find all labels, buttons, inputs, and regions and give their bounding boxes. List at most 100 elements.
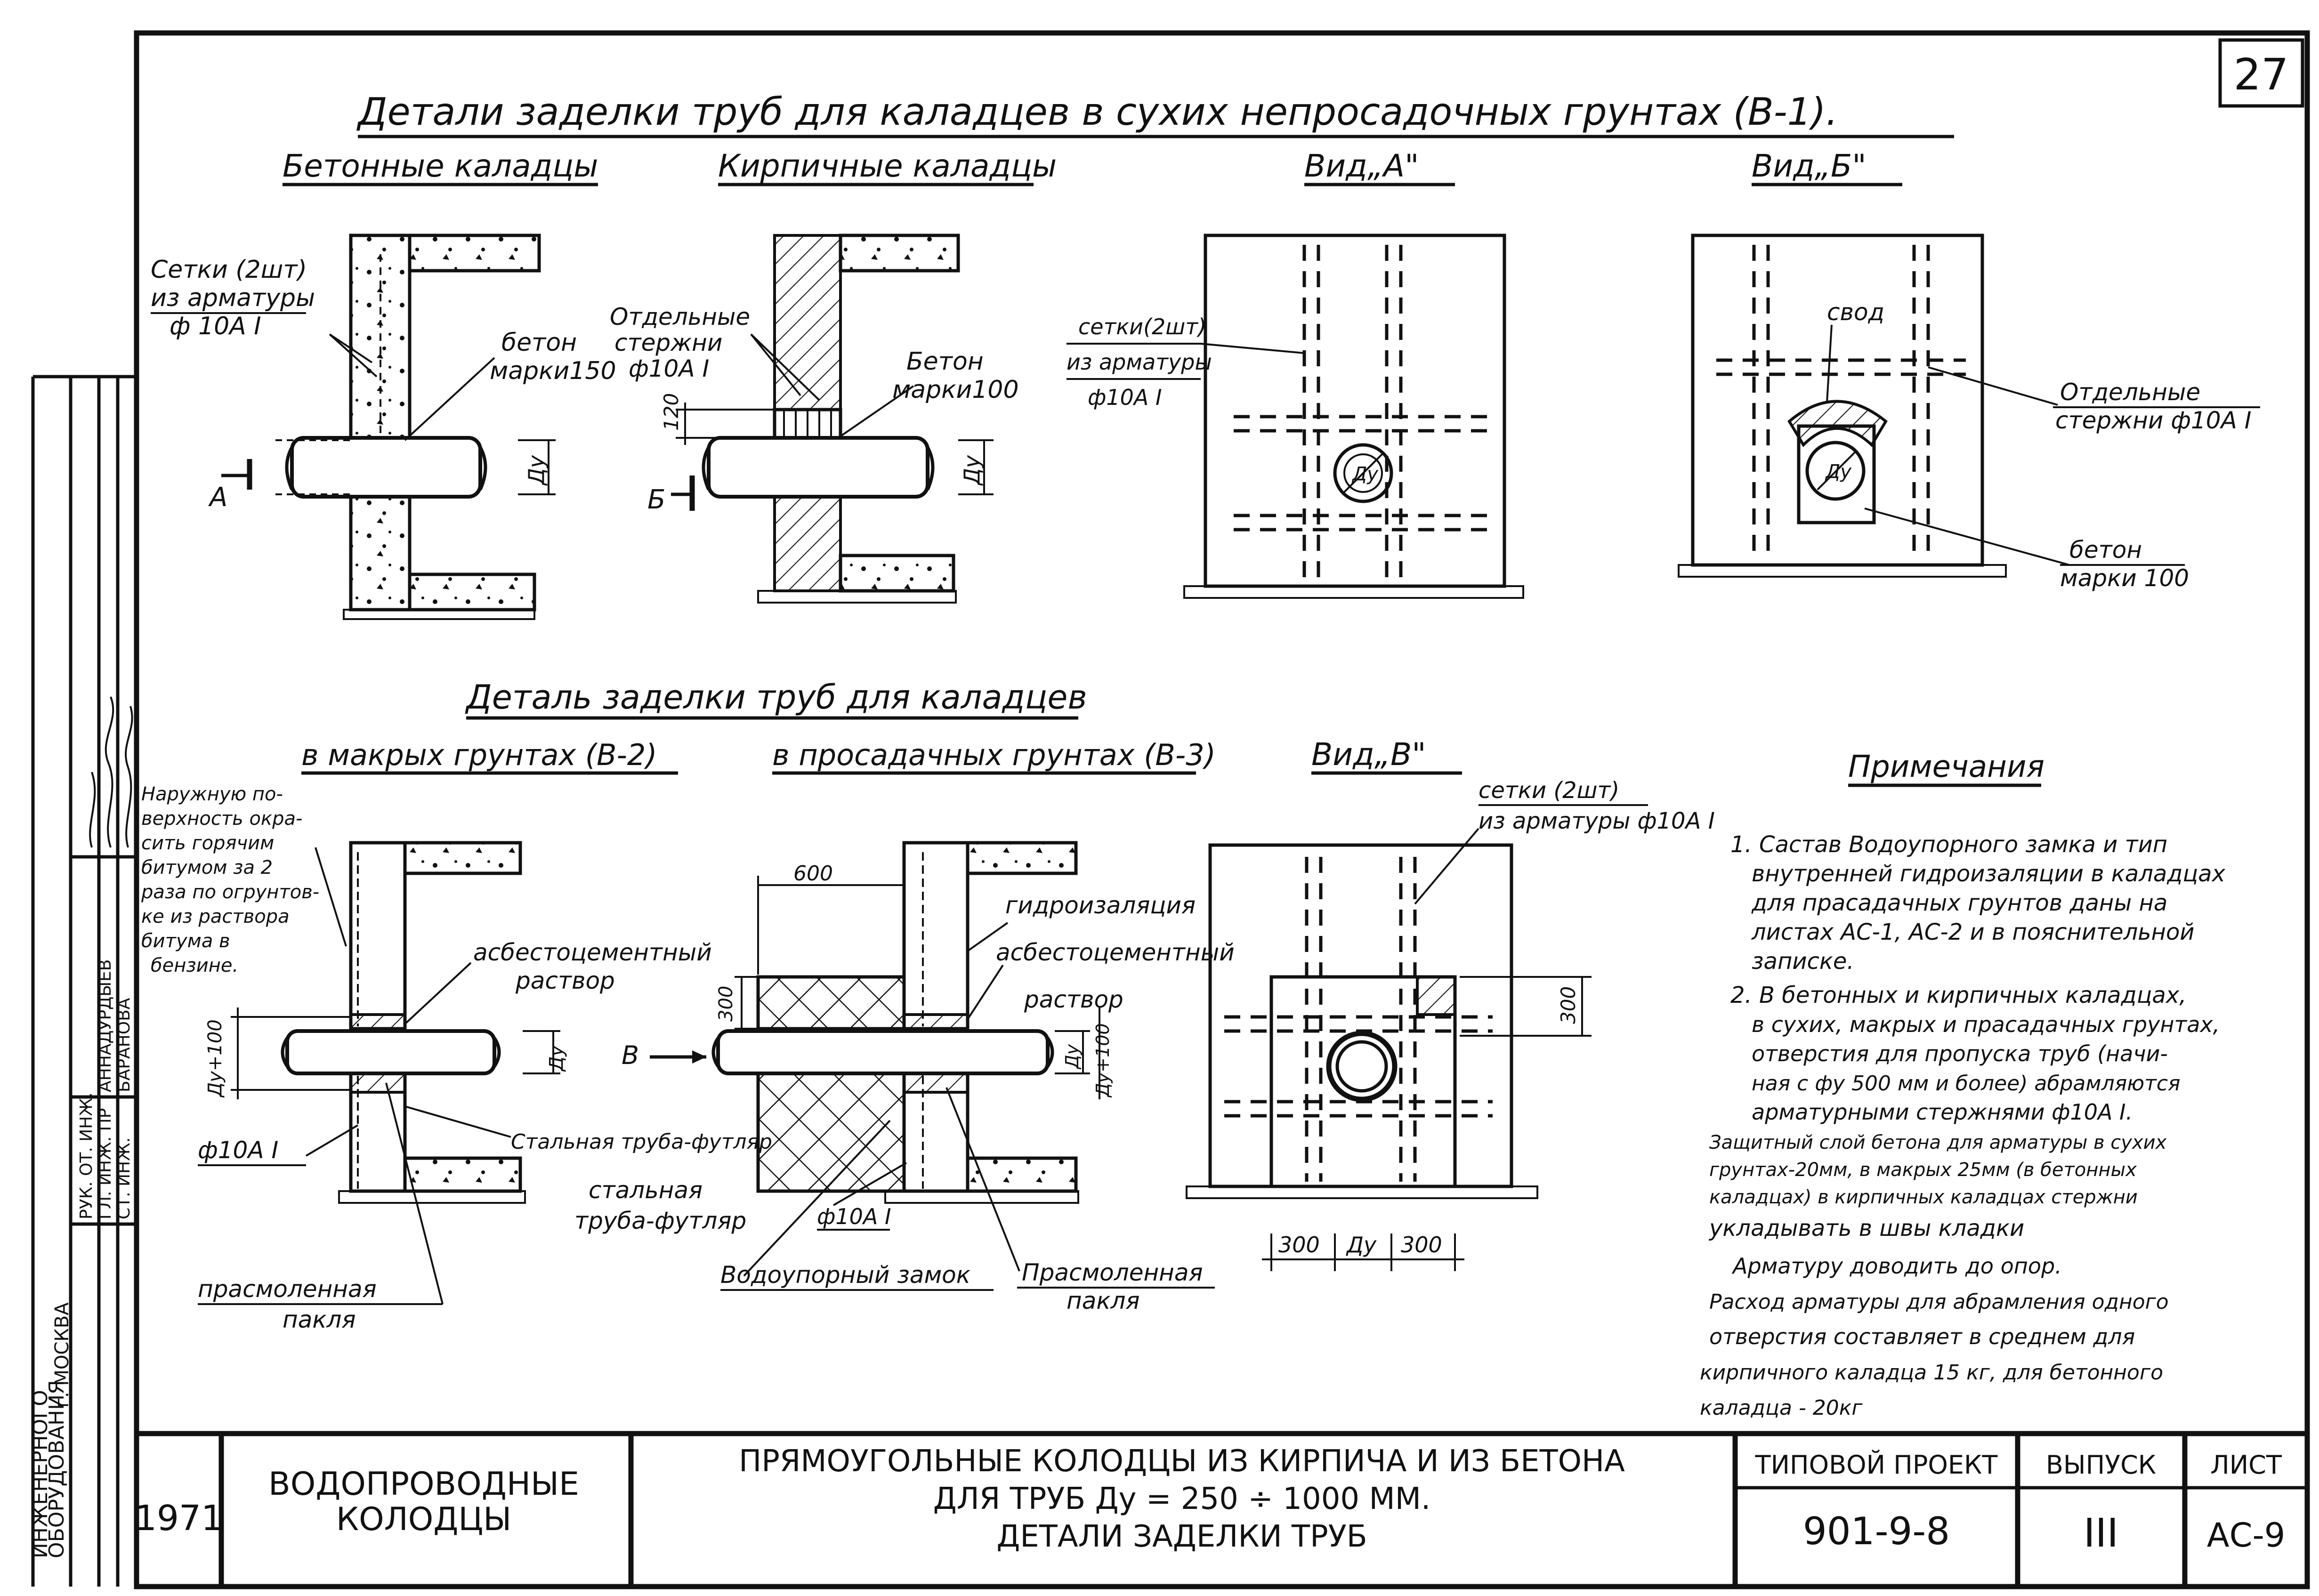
coating-note-line3: сить горячим [141,832,274,854]
tarred-1-line1: прасмоленная [198,1275,377,1303]
label-beton100-line1: Бетон [906,347,984,376]
project-label: ТИПОВОЙ ПРОЕКТ [1755,1450,1998,1480]
dy-100-sagging: Ду+100 [1092,1023,1113,1098]
label-hydro: гидроизаляция [1005,892,1196,919]
asbestos-2-line2: раствор [1024,986,1123,1013]
asbestos-1-line1: асбестоцементный [473,939,712,966]
coating-note-line1: Наружную по- [141,783,283,805]
coating-note-line4: битумом за 2 [141,857,273,879]
tarred-2-line2: пакля [1067,1287,1140,1314]
notes-title: Примечания [1848,750,2044,784]
label-separate-bars-line1: Отдельные [610,303,750,330]
side-stamp: ИНЖЕНЕРНОГО ОБОРУДОВАНИЯ г. МОСКВА РУК. … [28,375,137,1587]
label-beton150-line2: марки150 [490,357,616,385]
sagging-soil-detail [650,841,1100,1277]
steel-sleeve-sagging-line2: труба-футляр [574,1207,746,1234]
label-beton100-line2: марки100 [892,376,1019,404]
title-description-line2: ДЛЯ ТРУБ Ду = 250 ÷ 1000 ММ. [933,1482,1431,1516]
dim-v-middle: Ду [1346,1232,1377,1257]
waterproof-lock: Водоупорный замок [720,1261,970,1289]
note-line-19: каладца - 20кг [1700,1396,1863,1420]
subtitle-view-v: Вид„В" [1311,736,1426,773]
subtitle-sagging: в просадачных грунтах (В-3) [772,738,1216,772]
sheet-label: ЛИСТ [2210,1450,2282,1480]
nets-view-v-line1: сетки (2шт) [1479,777,1619,804]
note-line-2: внутренней гидроизаляции в каладцах [1752,861,2226,887]
label-separate-bars-b-line1: Отдельные [2060,379,2200,406]
note-line-4: листах АС-1, АС-2 и в пояснительной [1751,919,2195,945]
sheet-code: АС-9 [2207,1516,2286,1555]
dy-brick: Ду [959,455,985,486]
coating-note-line6: ке из раствора [141,906,290,927]
asbestos-2-line1: асбестоцементный [996,939,1235,966]
note-line-6: 2. В бетонных и кирпичных каладцах, [1730,982,2186,1008]
label-separate-bars-line3: ф10А I [629,355,709,382]
dy-view-b: Ду [1825,461,1852,483]
title-category-line1: ВОДОПРОВОДНЫЕ [268,1466,579,1503]
sheet-number: 27 [2233,49,2288,100]
note-line-16: Расход арматуры для абрамления одного [1709,1290,2169,1314]
f10-wet: ф10А I [198,1137,278,1164]
note-line-13: каладцах) в кирпичных каладцах стержни [1709,1186,2138,1208]
section-title-brick: Кирпичные каладцы [718,148,1057,184]
section-title-view-b: Вид„Б" [1752,148,1867,184]
label-nets-view-a-line2: из арматуры [1067,349,1212,375]
note-line-17: отверстия составляет в среднем для [1709,1324,2135,1349]
dim-120: 120 [660,393,683,431]
label-nets-line3: ф 10А I [170,312,261,340]
note-line-14: укладывать в швы кладки [1708,1215,2024,1241]
stamp-name-1: АННАДУРДЫЕВ [96,959,115,1093]
project-number: 901-9-8 [1803,1509,1950,1553]
note-line-5: записке. [1752,948,1854,975]
asbestos-1-line2: раствор [515,967,615,994]
note-line-1: 1. Састав Водоупорного замка и тип [1730,831,2167,858]
label-beton100-b-line2: марки 100 [2060,564,2189,592]
sheet-frame [134,30,2310,1589]
note-line-8: отверстия для пропуска труб (начи- [1752,1041,2168,1066]
label-beton150-line1: бетон [501,329,577,357]
dy-concrete: Ду [524,455,549,486]
section-titles: Бетонные каладцы Кирпичные каладцы Вид„А… [283,148,1902,186]
note-line-10: арматурными стержнями ф10А I. [1752,1099,2133,1125]
coating-note-line2: верхность окра- [141,808,302,830]
dy-wet: Ду [546,1045,567,1072]
marker-b: Б [647,484,665,515]
dim-300-view-v: 300 [1557,986,1580,1024]
dim-600: 600 [793,862,833,886]
stamp-org-line2: ОБОРУДОВАНИЯ [45,1380,69,1558]
stamp-role-1: РУК. ОТ. ИНЖ. [77,1092,96,1219]
coating-note-line7: битума в [141,930,230,952]
section-title-concrete: Бетонные каладцы [283,148,598,184]
f10-sagging: ф10А I [817,1204,891,1229]
label-nets-line1: Сетки (2шт) [151,256,307,284]
brick-well-detail [671,234,994,604]
dy-sagging: Ду [1062,1044,1083,1070]
dy-100-wet: Ду+100 [204,1019,226,1098]
view-b-drawing [1678,234,2070,578]
stamp-role-2: ГЛ. ИНЖ. ПР [96,1108,115,1219]
coating-note-line8: бензине. [151,955,238,976]
title-category-line2: КОЛОДЦЫ [336,1501,511,1538]
title-description-line1: ПРЯМОУГОЛЬНЫЕ КОЛОДЦЫ ИЗ КИРПИЧА И ИЗ БЕ… [739,1444,1625,1479]
subtitle-wet: в макрых грунтах (В-2) [301,738,657,772]
section-title-view-a: Вид„А" [1304,148,1419,184]
view-v-drawing [1186,828,1592,1271]
stamp-name-2: БАРАНОВА [114,998,134,1092]
wet-soil-detail [231,841,560,1305]
dim-v-left: 300 [1278,1232,1320,1257]
label-nets-view-a-line1: сетки(2шт) [1078,314,1206,339]
dy-view-a: Ду [1351,463,1379,485]
stamp-role-3: СТ. ИНЖ. [114,1137,134,1219]
nets-view-v-line2: из арматуры ф10А I [1479,808,1715,834]
stamp-org-line3: г. МОСКВА [51,1302,73,1408]
note-line-12: грунтах-20мм, в макрых 25мм (в бетонных [1709,1159,2137,1181]
title-block [218,1434,2307,1587]
issue-label: ВЫПУСК [2046,1450,2156,1480]
note-line-15: Арматуру доводить до опор. [1731,1253,2062,1279]
top-title: Детали заделки труб для каладцев в сухих… [356,90,1838,134]
middle-title: Деталь заделки труб для каладцев [465,678,1087,717]
note-line-9: ная с фу 500 мм и более) абрамляются [1752,1072,2181,1096]
steel-sleeve-sagging-line1: стальная [589,1177,703,1204]
stamp-org-line1: ИНЖЕНЕРНОГО [28,1390,52,1558]
